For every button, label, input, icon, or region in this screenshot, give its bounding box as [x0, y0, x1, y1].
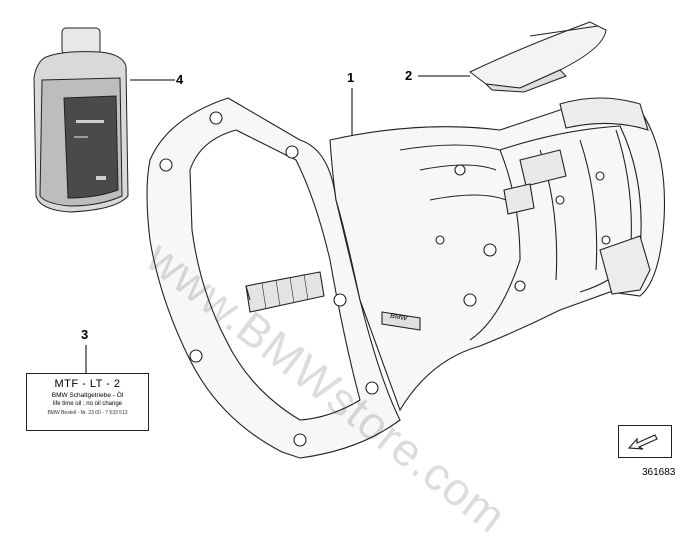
callout-1: 1	[347, 70, 355, 85]
parts-diagram: www.BMWstore.com 1 2 3 4 BMW MTF - LT - …	[26, 21, 676, 543]
transmission-cover	[469, 21, 607, 93]
label-line-2: BMW Schaltgetriebe - Öl	[51, 392, 124, 399]
callout-3: 3	[81, 327, 89, 342]
diagram-number: 361683	[642, 467, 676, 478]
transmission-body	[146, 97, 666, 459]
callout-4: 4	[176, 72, 184, 87]
oil-bottle	[33, 27, 129, 213]
label-line-1: MTF - LT - 2	[54, 378, 121, 390]
diagram-drawing	[33, 21, 666, 459]
callout-2: 2	[405, 68, 413, 83]
label-line-3: life time oil ; no oil change	[52, 401, 123, 407]
label-line-4: BMW Bestell - Nr. 23 00 - 7 533 513	[47, 410, 128, 416]
navigate-arrow-box[interactable]	[618, 425, 672, 458]
arrow-icon	[627, 434, 658, 450]
oil-label-card: MTF - LT - 2 BMW Schaltgetriebe - Öl lif…	[26, 373, 149, 431]
